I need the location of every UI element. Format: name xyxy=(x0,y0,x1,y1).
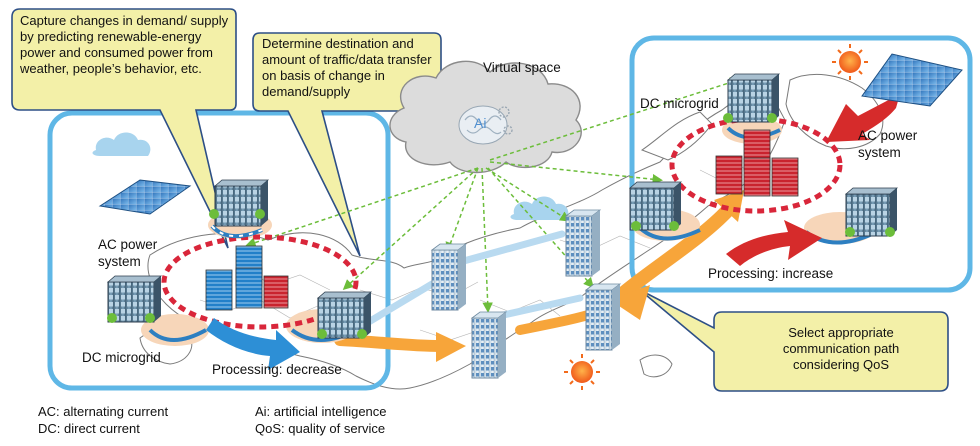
small-cloud-left xyxy=(92,132,151,156)
callout-path-text: Select appropriate communication path co… xyxy=(782,325,900,372)
solar-panel-right-icon xyxy=(861,53,963,107)
left-processing-label: Processing: decrease xyxy=(212,362,342,377)
solar-panel-left-icon xyxy=(98,179,192,215)
power-arrow-top-right xyxy=(826,94,900,142)
sun-right-icon xyxy=(832,44,868,80)
left-ac-power-label: AC power system xyxy=(98,237,158,269)
right-servers xyxy=(715,129,799,197)
callout-transfer-box xyxy=(252,32,442,257)
right-region-frame xyxy=(629,35,973,293)
ai-badge-label: Ai xyxy=(474,115,487,131)
virtual-space-label: Virtual space xyxy=(483,60,561,75)
ai-brain-icon xyxy=(458,105,513,145)
callout-predict-text: Capture changes in demand/ supply by pre… xyxy=(20,13,229,76)
legend-dc: DC: direct current xyxy=(38,421,140,436)
left-servers xyxy=(205,245,289,311)
legend-ai: Ai: artificial intelligence xyxy=(255,404,387,419)
power-arrow-bottom xyxy=(726,220,822,266)
left-nodes xyxy=(107,209,367,339)
decrease-arrow xyxy=(206,318,300,370)
callout-path-box xyxy=(639,289,949,392)
legend-qos: QoS: quality of service xyxy=(255,421,386,436)
virtual-links xyxy=(245,77,741,313)
transfer-arrows xyxy=(334,190,744,362)
callout-predict-box xyxy=(11,8,237,249)
left-dc-microgrid-label: DC microgrid xyxy=(82,350,161,365)
right-processing-label: Processing: increase xyxy=(708,266,834,281)
right-dc-microgrid-label: DC microgrid xyxy=(640,96,719,111)
middle-data-centers xyxy=(430,209,622,379)
left-ac-ring xyxy=(161,234,359,330)
small-cloud-mid xyxy=(510,196,569,220)
right-nodes xyxy=(631,113,895,237)
right-dc-building-right xyxy=(844,187,899,237)
left-dc-building-top xyxy=(213,179,270,227)
right-dc-building-top xyxy=(726,73,781,123)
callout-transfer-text: Determine destination and amount of traf… xyxy=(262,36,432,99)
legend-ac: AC: alternating current xyxy=(38,404,169,419)
left-region-frame xyxy=(47,110,391,391)
right-ac-power-label: AC power system xyxy=(858,128,918,160)
sun-bottom-icon xyxy=(564,354,600,390)
